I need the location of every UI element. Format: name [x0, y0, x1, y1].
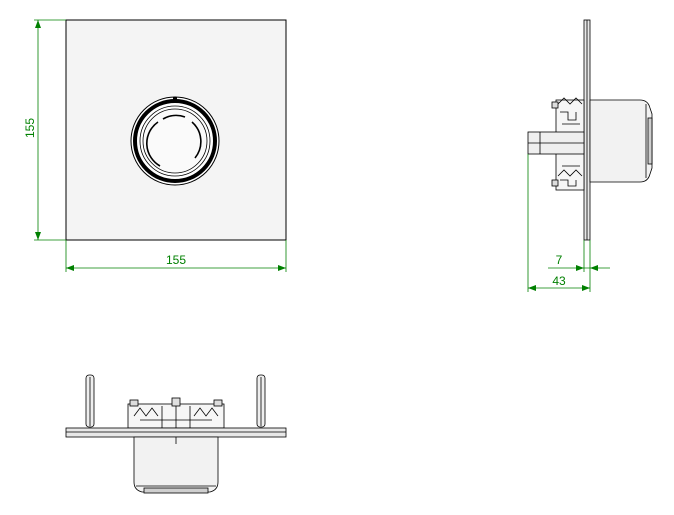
arrow-icon	[582, 285, 590, 291]
front-view	[65, 19, 287, 241]
side-knob-cap	[647, 117, 653, 165]
front-width-label: 155	[166, 253, 186, 267]
bottom-terminals	[133, 400, 219, 428]
knob-indicator-arc-right	[191, 121, 202, 159]
side-projection-label: 7	[556, 253, 563, 267]
arrow-icon	[66, 265, 74, 271]
bottom-clip-right	[213, 399, 223, 407]
side-dimensions	[527, 154, 610, 292]
side-clip-top	[551, 101, 559, 109]
side-knob	[589, 99, 653, 183]
bottom-plate	[65, 427, 287, 438]
knob-notch	[173, 97, 177, 100]
side-depth-label: 43	[552, 274, 566, 288]
side-terminal-top	[557, 97, 583, 125]
bottom-clip-left	[129, 399, 139, 407]
front-dimensions	[34, 19, 287, 272]
bottom-center-post	[171, 397, 181, 407]
bottom-knob-cap	[143, 487, 209, 494]
bottom-knob	[133, 436, 219, 493]
knob-indicator-arc	[146, 121, 161, 167]
knob-indicator-arc-top	[162, 114, 186, 120]
bottom-view	[65, 374, 287, 494]
arrow-icon	[35, 232, 41, 240]
side-terminal-bottom	[557, 165, 583, 187]
arrow-icon	[278, 265, 286, 271]
front-height-label: 155	[23, 118, 37, 138]
front-dim-arrows	[35, 20, 286, 271]
side-clip-bottom	[551, 179, 559, 187]
arrow-icon	[528, 285, 536, 291]
arrow-icon	[590, 265, 598, 271]
side-dim-arrows	[528, 265, 598, 291]
arrow-icon	[576, 265, 584, 271]
knob-face	[142, 108, 208, 174]
side-view	[527, 19, 653, 241]
arrow-icon	[35, 20, 41, 28]
knob-dark-ring	[133, 99, 217, 183]
